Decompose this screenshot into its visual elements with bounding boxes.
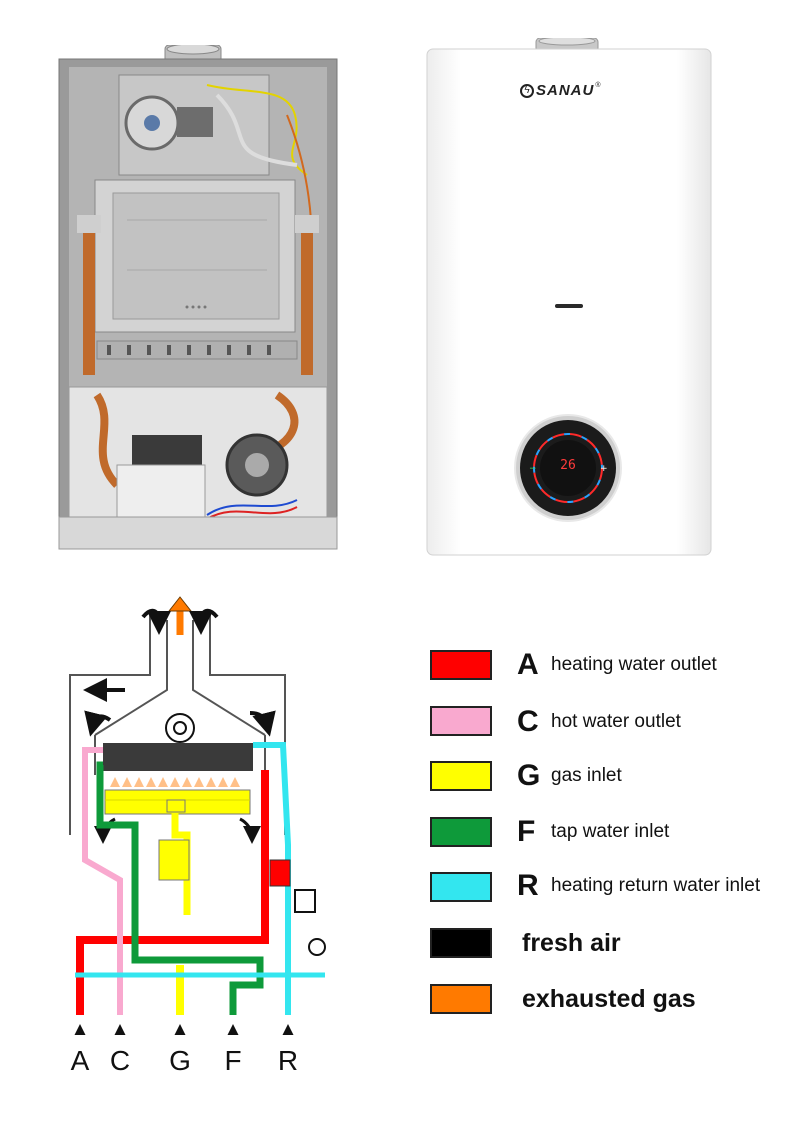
boiler-exterior-body: − + (426, 36, 712, 556)
legend-label: fresh air (522, 929, 621, 957)
legend-label: tap water inlet (551, 821, 670, 842)
legend-swatch-hot-water-outlet (430, 706, 492, 736)
legend-label: gas inlet (551, 765, 622, 786)
pipe-label-r: R (277, 1045, 299, 1076)
legend-swatch-heating-water-outlet (430, 650, 492, 680)
legend-label: heating return water inlet (551, 875, 761, 896)
display-temperature: 26 (560, 458, 576, 473)
legend-label: hot water outlet (551, 711, 681, 732)
registered-icon: ® (595, 82, 601, 89)
pipe-label-c: C (109, 1045, 131, 1076)
pipe-label-f: F (224, 1045, 242, 1076)
legend-label: exhausted gas (522, 985, 696, 1013)
legend-swatch-exhausted-gas (430, 984, 492, 1014)
flame-icon: ϟ (520, 83, 534, 98)
legend-swatch-fresh-air (430, 928, 492, 958)
legend-letter: F (517, 815, 536, 848)
svg-text:+: + (600, 464, 608, 474)
boiler-schematic-diagram (69, 596, 326, 1035)
pipe-label-g: G (169, 1045, 191, 1076)
legend-letter: C (517, 705, 539, 738)
boiler-interior-image (58, 45, 338, 550)
legend-swatch-tap-water-inlet (430, 817, 492, 847)
legend-letter: A (517, 648, 539, 681)
legend-letter: G (517, 759, 541, 792)
svg-text:−: − (529, 464, 537, 474)
brand-name: SANAU (536, 82, 595, 99)
pipe-label-a: A (70, 1045, 90, 1076)
brand-logo: ϟ SANAU ® (520, 82, 601, 99)
legend-swatch-gas-inlet (430, 761, 492, 791)
legend-label: heating water outlet (551, 654, 717, 675)
legend-swatch-heating-return-water-inlet (430, 872, 492, 902)
legend-letter: R (517, 869, 539, 902)
boiler-exterior-image: − + ϟ SANAU ® 26 (424, 36, 714, 558)
